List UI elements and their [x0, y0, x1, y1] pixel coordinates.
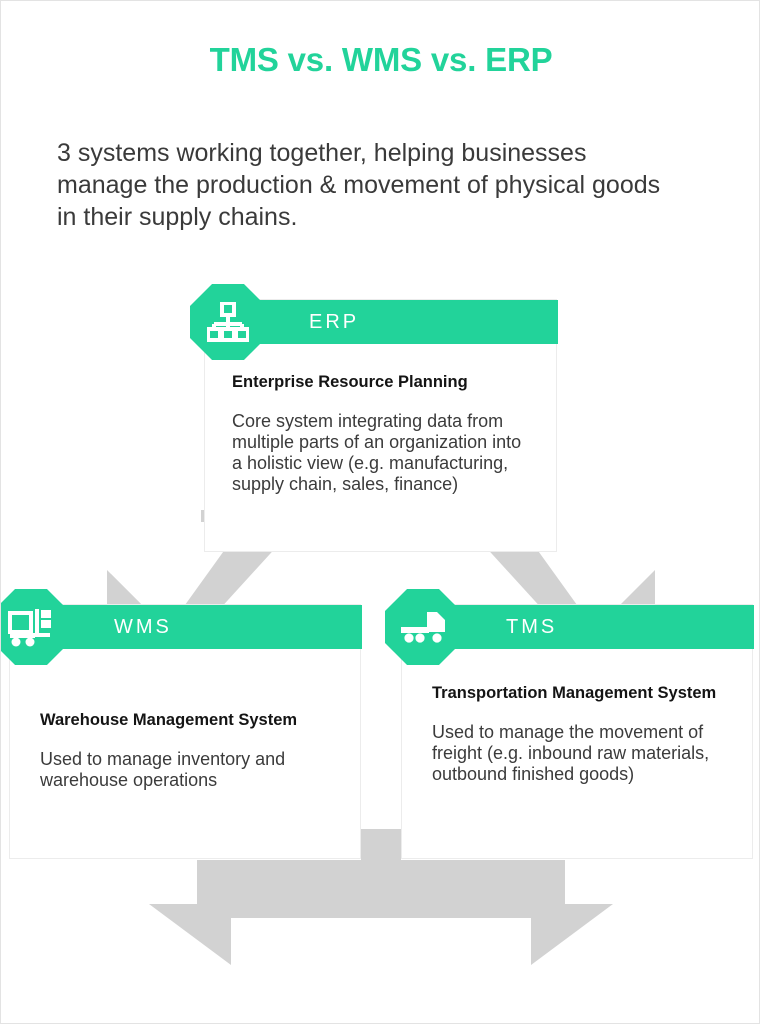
card-erp-heading: Enterprise Resource Planning: [232, 373, 468, 391]
card-tms-heading: Transportation Management System: [432, 684, 717, 702]
card-wms-body: Warehouse Management System Used to mana…: [40, 710, 338, 791]
org-chart-icon: [190, 284, 266, 360]
card-erp[interactable]: ERP Enterprise Resource Planning Core sy…: [190, 284, 558, 552]
page-title: TMS vs. WMS vs. ERP: [209, 41, 553, 78]
card-wms[interactable]: WMS Warehouse Management System: [1, 589, 362, 859]
arrow-wms-to-tms: [149, 860, 613, 965]
forklift-icon: [1, 589, 69, 665]
card-erp-body: Enterprise Resource Planning Core system…: [232, 372, 534, 496]
card-erp-badge: ERP: [309, 310, 360, 333]
card-wms-description: Used to manage inventory and warehouse o…: [40, 748, 286, 790]
card-tms-body: Transportation Management System Used to…: [432, 683, 730, 785]
card-tms[interactable]: TMS Transportation Management System Use…: [385, 589, 754, 859]
card-erp-description: Core system integrating data from multip…: [232, 410, 522, 495]
flatbed-truck-icon: [385, 589, 461, 665]
card-wms-heading: Warehouse Management System: [40, 711, 298, 729]
page-subtitle: 3 systems working together, helping busi…: [57, 139, 661, 231]
card-wms-badge: WMS: [114, 615, 172, 638]
card-tms-description: Used to manage the movement of freight (…: [432, 721, 710, 785]
card-tms-badge: TMS: [506, 615, 558, 638]
arrow-stem: [361, 829, 401, 863]
